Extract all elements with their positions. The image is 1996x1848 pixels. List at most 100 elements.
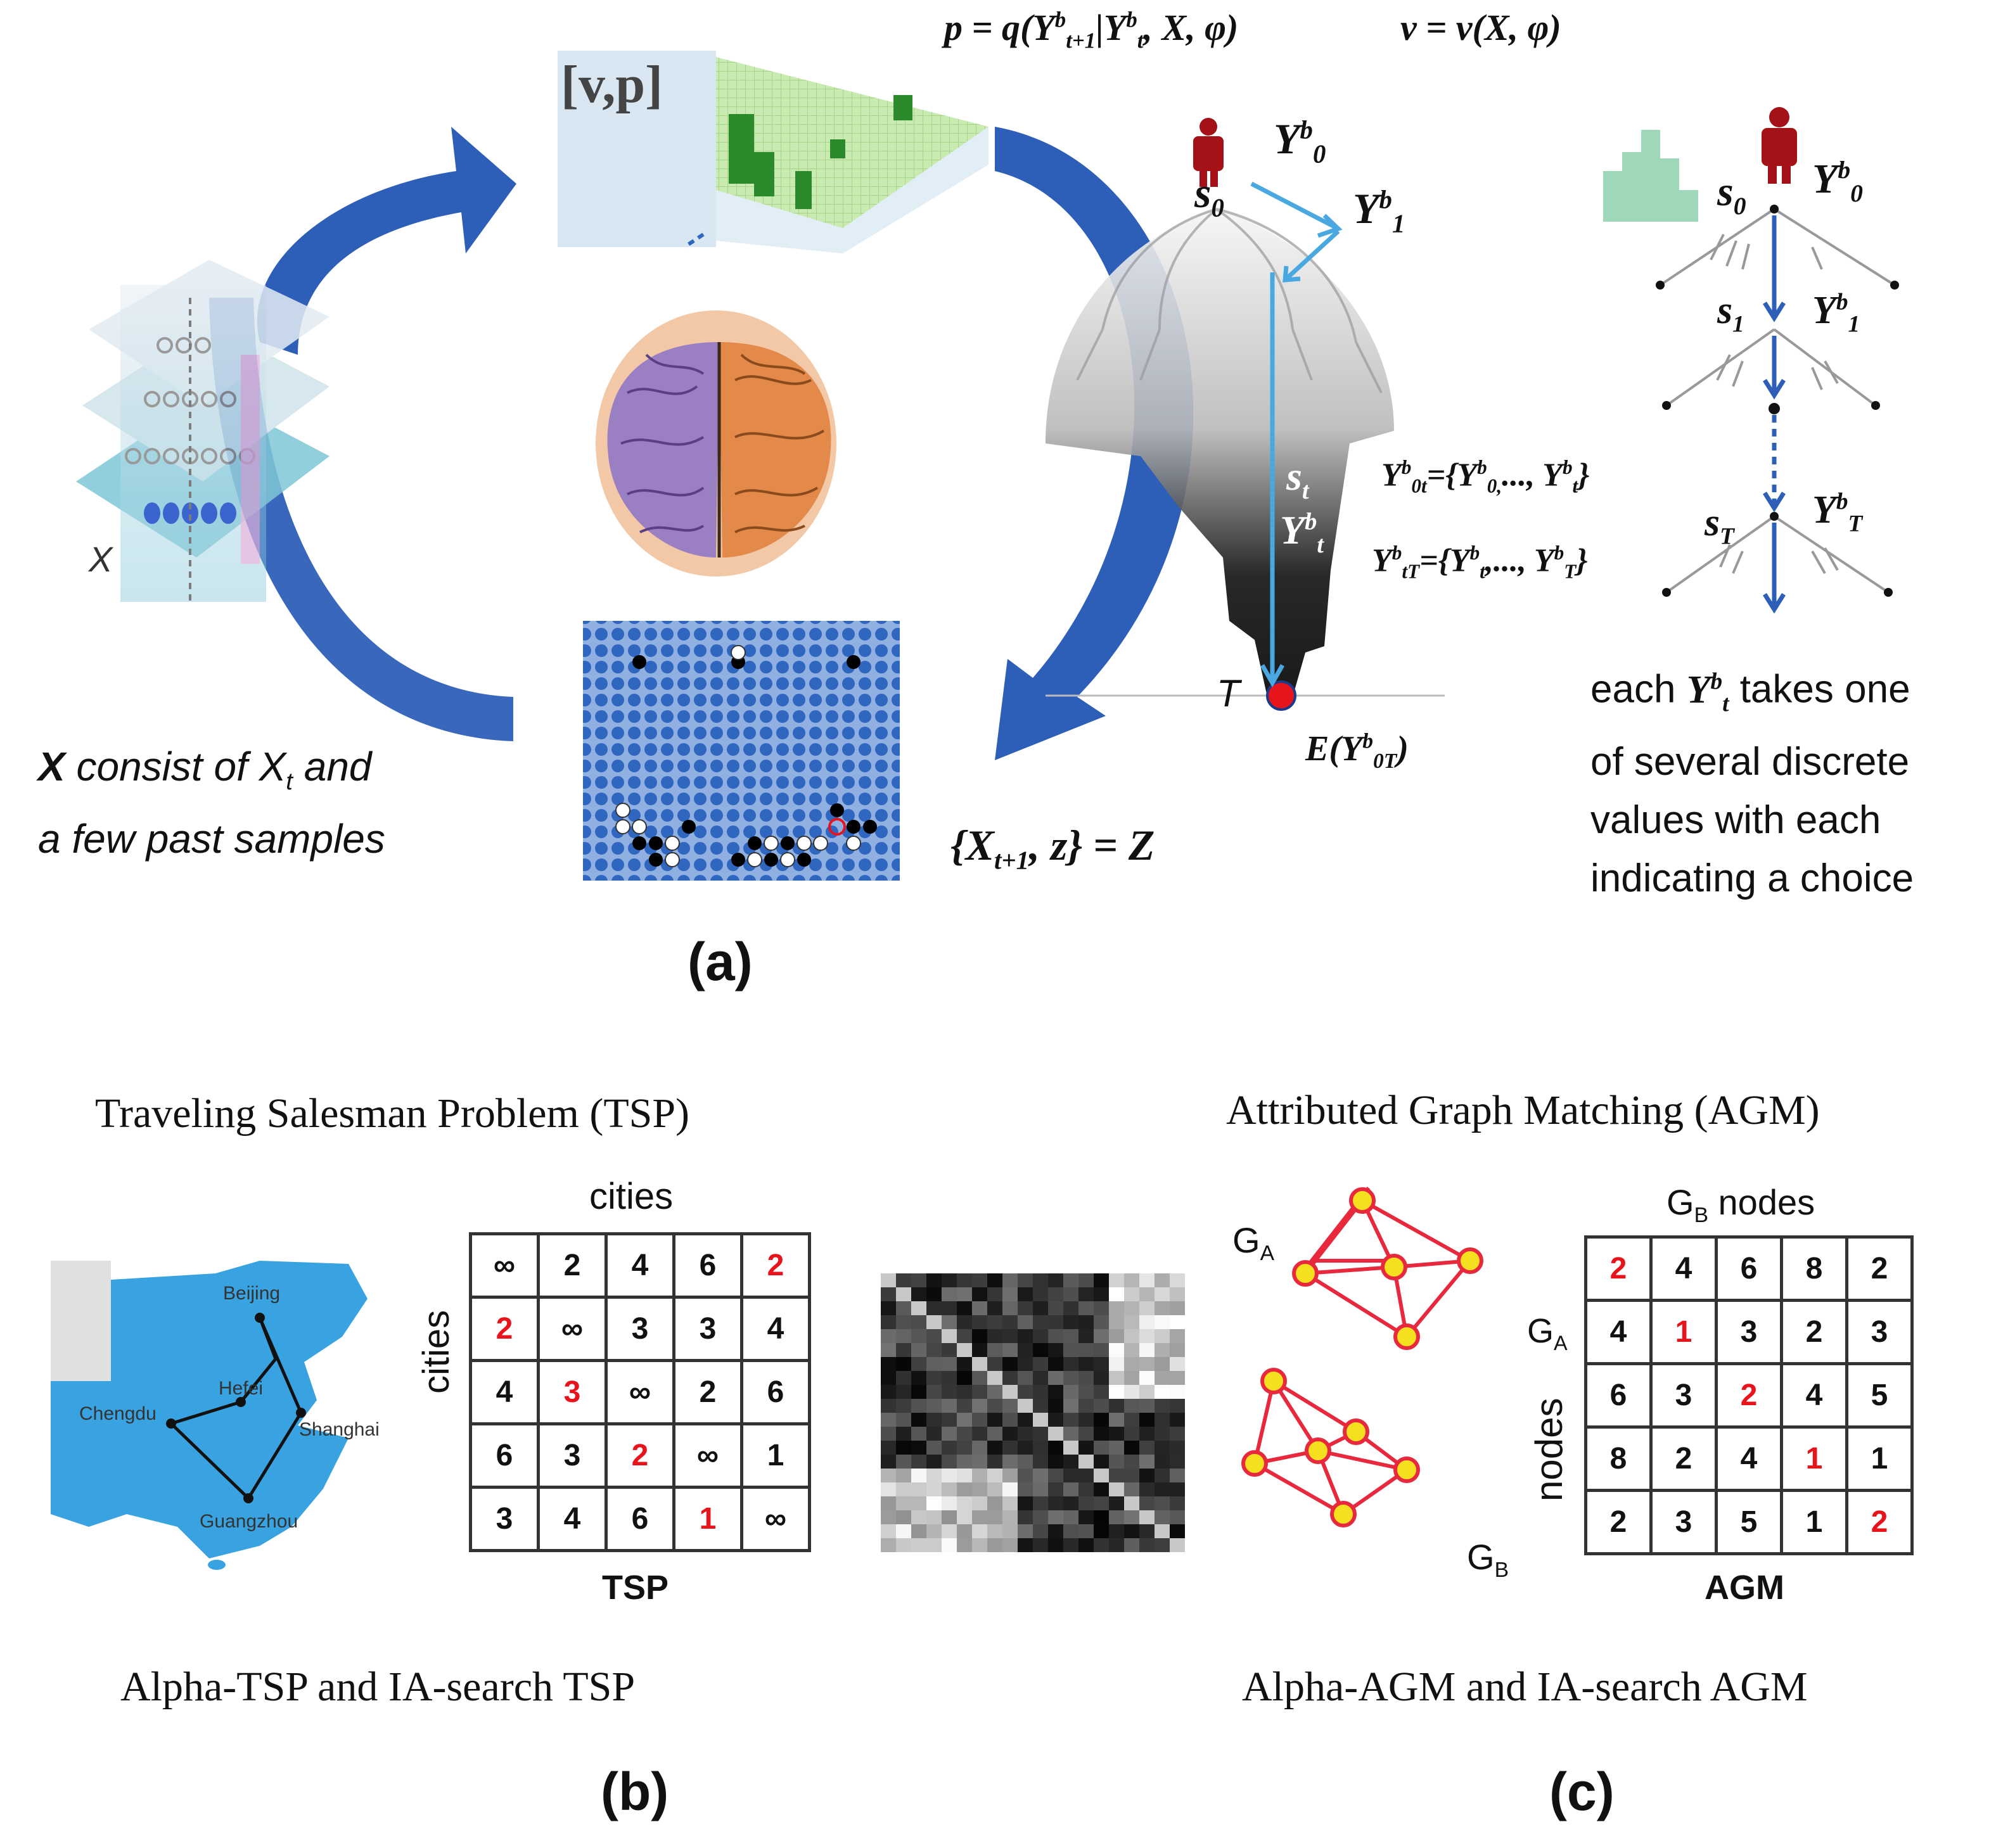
heatmap-cell <box>1155 1287 1170 1302</box>
heatmap-cell <box>1094 1371 1110 1386</box>
heatmap-cell <box>942 1469 957 1483</box>
heatmap-cell <box>987 1538 1003 1552</box>
tsp-matrix-cell: ∞ <box>469 1232 540 1299</box>
heatmap-cell <box>972 1287 988 1302</box>
heatmap-cell <box>926 1427 942 1441</box>
right-s0-label: s0 <box>1717 169 1746 220</box>
heatmap-cell <box>987 1441 1003 1455</box>
heatmap-cell <box>957 1273 973 1288</box>
heatmap-cell <box>942 1329 957 1344</box>
heatmap-cell <box>972 1385 988 1399</box>
tsp-matrix-cell: 1 <box>740 1422 811 1489</box>
heatmap-cell <box>1048 1524 1064 1539</box>
tsp-matrix-cell: 4 <box>740 1296 811 1362</box>
heatmap-cell <box>926 1371 942 1386</box>
heatmap-cell <box>1170 1287 1185 1302</box>
heatmap-cell <box>1063 1385 1079 1399</box>
heatmap-cell <box>1139 1287 1155 1302</box>
heatmap-cell <box>957 1371 973 1386</box>
histogram-icon <box>1603 130 1698 222</box>
agm-matrix-cell: 1 <box>1649 1299 1718 1365</box>
heatmap-cell <box>1094 1301 1110 1316</box>
heatmap-cell <box>987 1524 1003 1539</box>
heatmap-cell <box>881 1273 897 1288</box>
heatmap-cell <box>1170 1510 1185 1525</box>
heatmap-cell <box>1124 1357 1140 1372</box>
agm-matrix-cell: 2 <box>1845 1489 1914 1555</box>
tsp-matrix-cell: 4 <box>537 1486 608 1552</box>
heatmap-cell <box>1139 1427 1155 1441</box>
heatmap-cell <box>1094 1287 1110 1302</box>
heatmap-cell <box>1018 1413 1033 1427</box>
heatmap-cell <box>957 1287 973 1302</box>
tsp-matrix-cell: 2 <box>672 1359 743 1425</box>
tsp-matrix-cell: 2 <box>537 1232 608 1299</box>
heatmap-cell <box>911 1385 927 1399</box>
heatmap-cell <box>987 1301 1003 1316</box>
heatmap-cell <box>881 1399 897 1413</box>
heatmap-cell <box>987 1287 1003 1302</box>
heatmap-cell <box>1094 1496 1110 1511</box>
heatmap-cell <box>1078 1413 1094 1427</box>
heatmap-cell <box>911 1482 927 1497</box>
right-yT-label: YbT <box>1812 488 1863 537</box>
heatmap-cell <box>881 1441 897 1455</box>
heatmap-cell <box>1033 1385 1049 1399</box>
heatmap-cell <box>1109 1315 1125 1330</box>
city-label: Hefei <box>219 1378 264 1399</box>
right-y0-label: Yb0 <box>1812 156 1863 208</box>
agm-matrix-cell: 2 <box>1715 1362 1783 1429</box>
heatmap-cell <box>926 1357 942 1372</box>
heatmap-cell <box>1124 1343 1140 1358</box>
input-layers-stack <box>76 260 329 602</box>
heatmap-cell <box>1063 1301 1079 1316</box>
selection-path <box>1250 181 1343 688</box>
heatmap-cell <box>972 1273 988 1288</box>
heatmap-cell <box>1002 1455 1018 1469</box>
heatmap-cell <box>1094 1469 1110 1483</box>
heatmap-cell <box>881 1301 897 1316</box>
heatmap-cell <box>1078 1538 1094 1552</box>
heatmap-cell <box>1124 1496 1140 1511</box>
heatmap-cell <box>972 1441 988 1455</box>
heatmap-cell <box>1048 1357 1064 1372</box>
tree-st-label: st <box>1286 454 1309 504</box>
heatmap-cell <box>957 1441 973 1455</box>
heatmap-cell <box>1139 1441 1155 1455</box>
heatmap-cell <box>1139 1455 1155 1469</box>
panel-a-label: (a) <box>688 932 753 991</box>
heatmap-cell <box>1155 1315 1170 1330</box>
expected-value-label: E(Yb0T) <box>1305 729 1409 774</box>
graph-a-label: GA <box>1232 1220 1274 1266</box>
heatmap-cell <box>911 1357 927 1372</box>
heatmap-cell <box>1139 1273 1155 1288</box>
heatmap-cell <box>926 1273 942 1288</box>
heatmap-cell <box>1124 1524 1140 1539</box>
heatmap-cell <box>1078 1385 1094 1399</box>
heatmap-cell <box>1048 1385 1064 1399</box>
heatmap-cell <box>1094 1273 1110 1288</box>
tsp-matrix-cell: 3 <box>469 1486 540 1552</box>
heatmap-cell <box>957 1510 973 1525</box>
right-s1-label: s1 <box>1717 289 1744 338</box>
heatmap-cell <box>1094 1413 1110 1427</box>
heatmap-cell <box>881 1385 897 1399</box>
heatmap-cell <box>987 1399 1003 1413</box>
heatmap-cell <box>1124 1427 1140 1441</box>
heatmap-cell <box>1002 1538 1018 1552</box>
choice-note: each Ybt takes one of several discrete v… <box>1590 667 1914 901</box>
brain-icon <box>596 310 836 577</box>
heatmap-cell <box>1063 1273 1079 1288</box>
heatmap-cell <box>987 1371 1003 1386</box>
heatmap-cell <box>987 1482 1003 1497</box>
heatmap-cell <box>1155 1469 1170 1483</box>
heatmap-cell <box>1078 1287 1094 1302</box>
heatmap-cell <box>972 1482 988 1497</box>
tree-s0-label: s0 <box>1194 169 1224 222</box>
heatmap-cell <box>1033 1524 1049 1539</box>
heatmap-cell <box>1109 1301 1125 1316</box>
heatmap-cell <box>1109 1524 1125 1539</box>
agm-matrix-bottom-label: AGM <box>1705 1569 1784 1607</box>
heatmap-cell <box>942 1371 957 1386</box>
heatmap-cell <box>1018 1441 1033 1455</box>
